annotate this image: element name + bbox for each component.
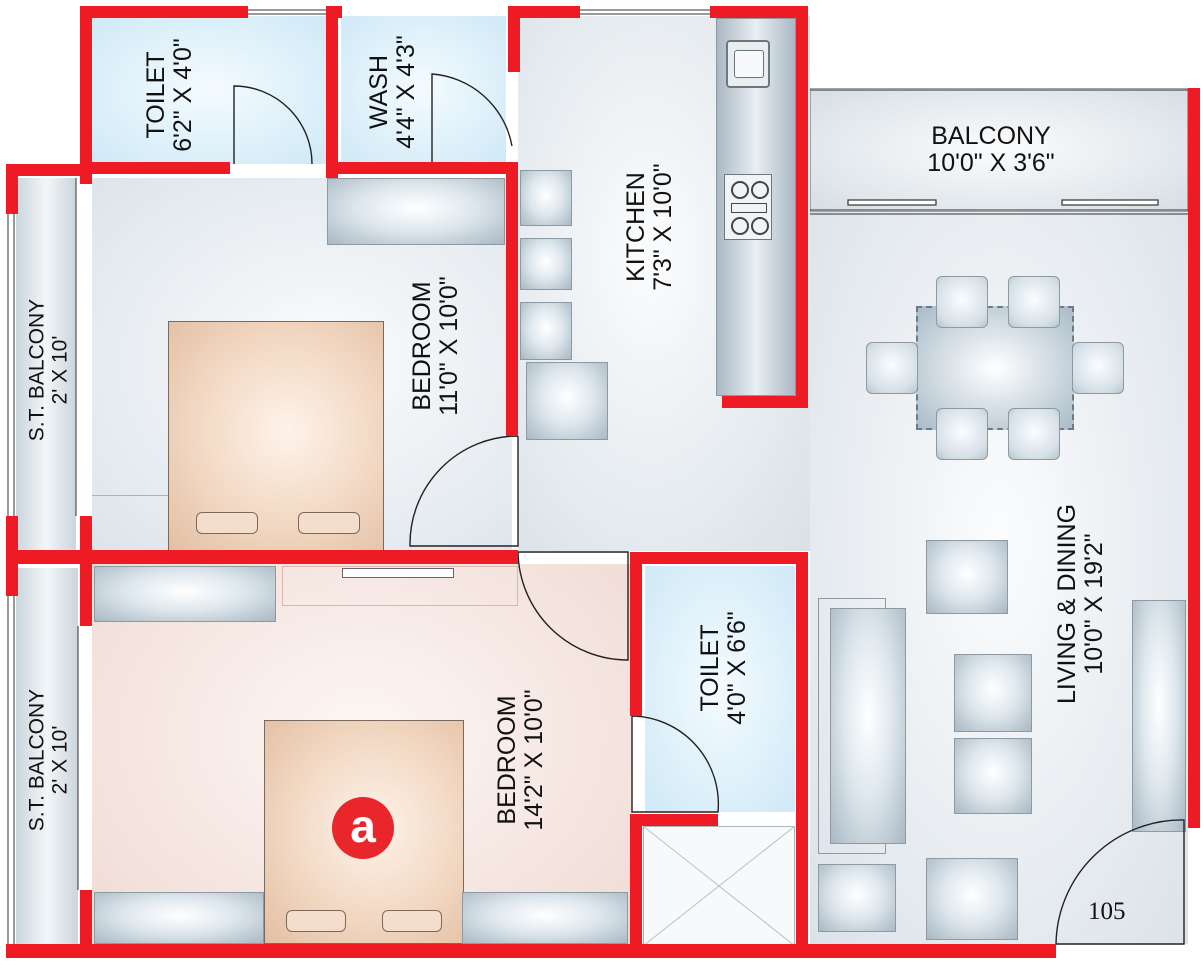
armchair (926, 540, 1008, 614)
wall (630, 552, 808, 564)
kitchen-cabinet (520, 170, 572, 226)
pillow (286, 910, 346, 932)
side-table-bottom-left (94, 892, 264, 944)
kitchen-cabinet (520, 238, 572, 290)
kitchen-cabinet (520, 302, 572, 360)
brand-logo-icon: a (332, 797, 394, 859)
dining-chair (1008, 276, 1060, 328)
sink-icon (726, 40, 770, 88)
toilet-top-floor (92, 16, 327, 164)
fridge (526, 362, 608, 440)
wall (6, 164, 92, 176)
wall (80, 162, 230, 174)
dining-chair (1008, 408, 1060, 460)
st-balcony-bottom-floor (16, 568, 78, 944)
armchair (818, 864, 896, 932)
wall (80, 516, 92, 626)
dining-chair (936, 408, 988, 460)
wardrobe-bottom-bedroom (94, 566, 276, 622)
wall (506, 164, 518, 436)
dining-chair (936, 276, 988, 328)
wall (796, 6, 808, 408)
wall (6, 944, 1056, 958)
wall (630, 552, 642, 716)
coffee-table (954, 654, 1032, 732)
pillow (382, 910, 442, 932)
tv-unit (1132, 600, 1186, 832)
toilet-mid-floor (645, 566, 795, 812)
wall (338, 162, 518, 174)
wall (630, 814, 642, 946)
wardrobe-top-bedroom (327, 178, 505, 245)
mirror (342, 568, 454, 578)
coffee-table (954, 738, 1032, 814)
stove-icon (724, 174, 772, 240)
pillow (298, 512, 360, 534)
wall (710, 6, 808, 18)
wall (326, 6, 342, 18)
wall (722, 396, 808, 408)
dresser-bottom-bedroom (282, 566, 518, 606)
st-balcony-top-floor (16, 178, 76, 550)
side-table-bottom-right (462, 892, 628, 944)
wall (80, 6, 248, 18)
dining-chair (866, 342, 918, 394)
pillow (196, 512, 258, 534)
wash-floor (341, 16, 506, 162)
duct-cross (643, 826, 795, 946)
wall (630, 814, 718, 826)
wall (508, 6, 580, 18)
wall (80, 164, 92, 184)
unit-number: 105 (1088, 898, 1126, 925)
wall (80, 890, 92, 946)
wall (6, 550, 518, 564)
armchair (926, 858, 1018, 940)
wall (796, 552, 808, 946)
side-table-top-bedroom (92, 495, 170, 552)
dining-chair (1072, 342, 1124, 394)
wall (6, 164, 18, 214)
wall (326, 6, 338, 178)
wall (1188, 88, 1200, 828)
wall (80, 6, 92, 172)
balcony-floor (810, 88, 1188, 212)
wall (508, 6, 520, 72)
sofa (830, 608, 906, 844)
